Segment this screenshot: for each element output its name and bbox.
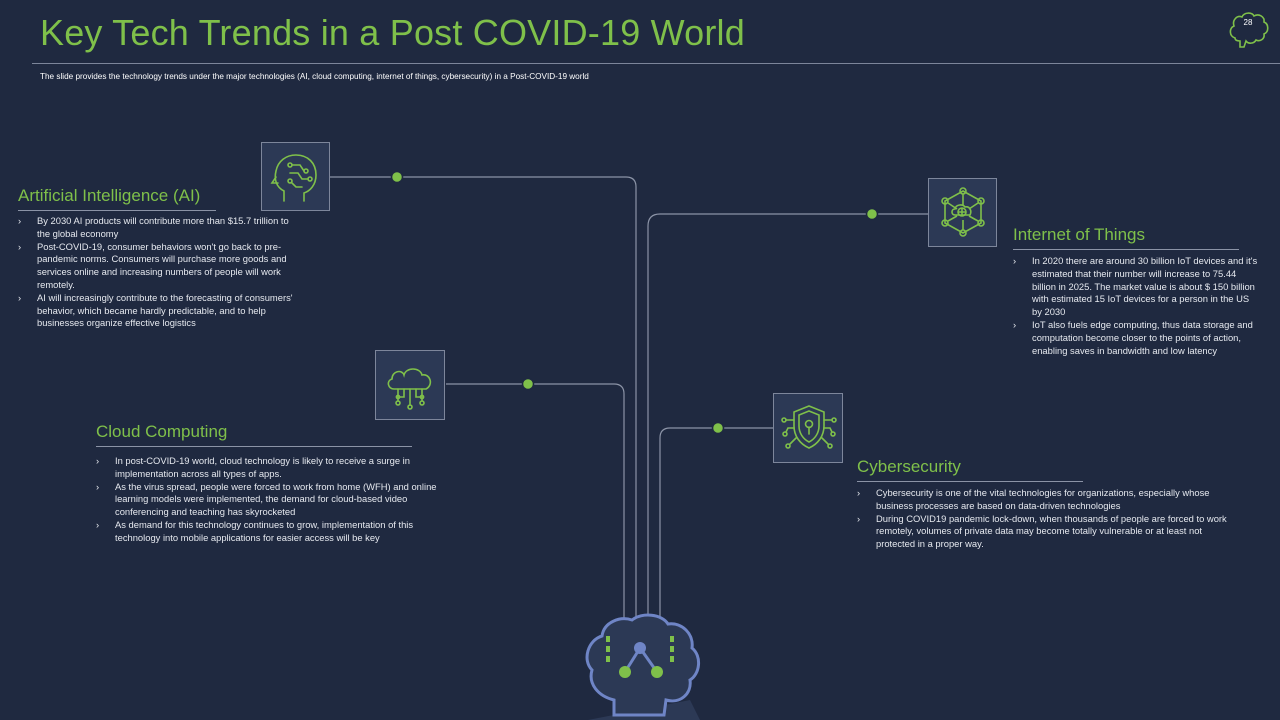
page-number: 28 [1243,18,1253,27]
iot-icon-box [928,178,997,247]
cloud-heading: Cloud Computing [96,422,412,447]
cloud-bullet-1: In post-COVID-19 world, cloud technology… [96,455,438,481]
iot-bullet-list: In 2020 there are around 30 billion IoT … [1013,255,1261,357]
cyber-bullet-2: During COVID19 pandemic lock-down, when … [857,513,1229,551]
iot-heading: Internet of Things [1013,225,1239,250]
brain-page-icon [1229,12,1269,48]
slide-subtitle: The slide provides the technology trends… [40,72,589,81]
ai-bullet-2: Post-COVID-19, consumer behaviors won't … [18,241,300,292]
ai-head-icon [270,154,317,202]
cloud-bullet-list: In post-COVID-19 world, cloud technology… [96,455,438,545]
cyber-bullet-1: Cybersecurity is one of the vital techno… [857,487,1229,513]
header-divider [32,63,1280,64]
connector-node-cyber [711,421,725,435]
iot-bullet-2: IoT also fuels edge computing, thus data… [1013,319,1261,357]
ai-heading: Artificial Intelligence (AI) [18,186,216,211]
iot-bullet-1: In 2020 there are around 30 billion IoT … [1013,255,1261,319]
cloud-circuit-icon [387,368,432,410]
cloud-bullet-3: As demand for this technology continues … [96,519,438,545]
cloud-icon-box [375,350,445,420]
slide-title: Key Tech Trends in a Post COVID-19 World [40,12,745,53]
ai-bullet-3: AI will increasingly contribute to the f… [18,292,300,330]
connector-node-iot [865,207,879,221]
ai-bullet-list: By 2030 AI products will contribute more… [18,215,300,330]
iot-network-icon [941,187,985,237]
ai-icon-box [261,142,330,211]
connector-node-cloud [521,377,535,391]
cloud-bullet-2: As the virus spread, people were forced … [96,481,438,519]
brain-hub-icon [585,613,700,720]
cyber-bullet-list: Cybersecurity is one of the vital techno… [857,487,1229,551]
shield-lock-icon [781,405,837,449]
cyber-icon-box [773,393,843,463]
connector-node-ai [390,170,404,184]
cyber-heading: Cybersecurity [857,457,1083,482]
ai-bullet-1: By 2030 AI products will contribute more… [18,215,300,241]
